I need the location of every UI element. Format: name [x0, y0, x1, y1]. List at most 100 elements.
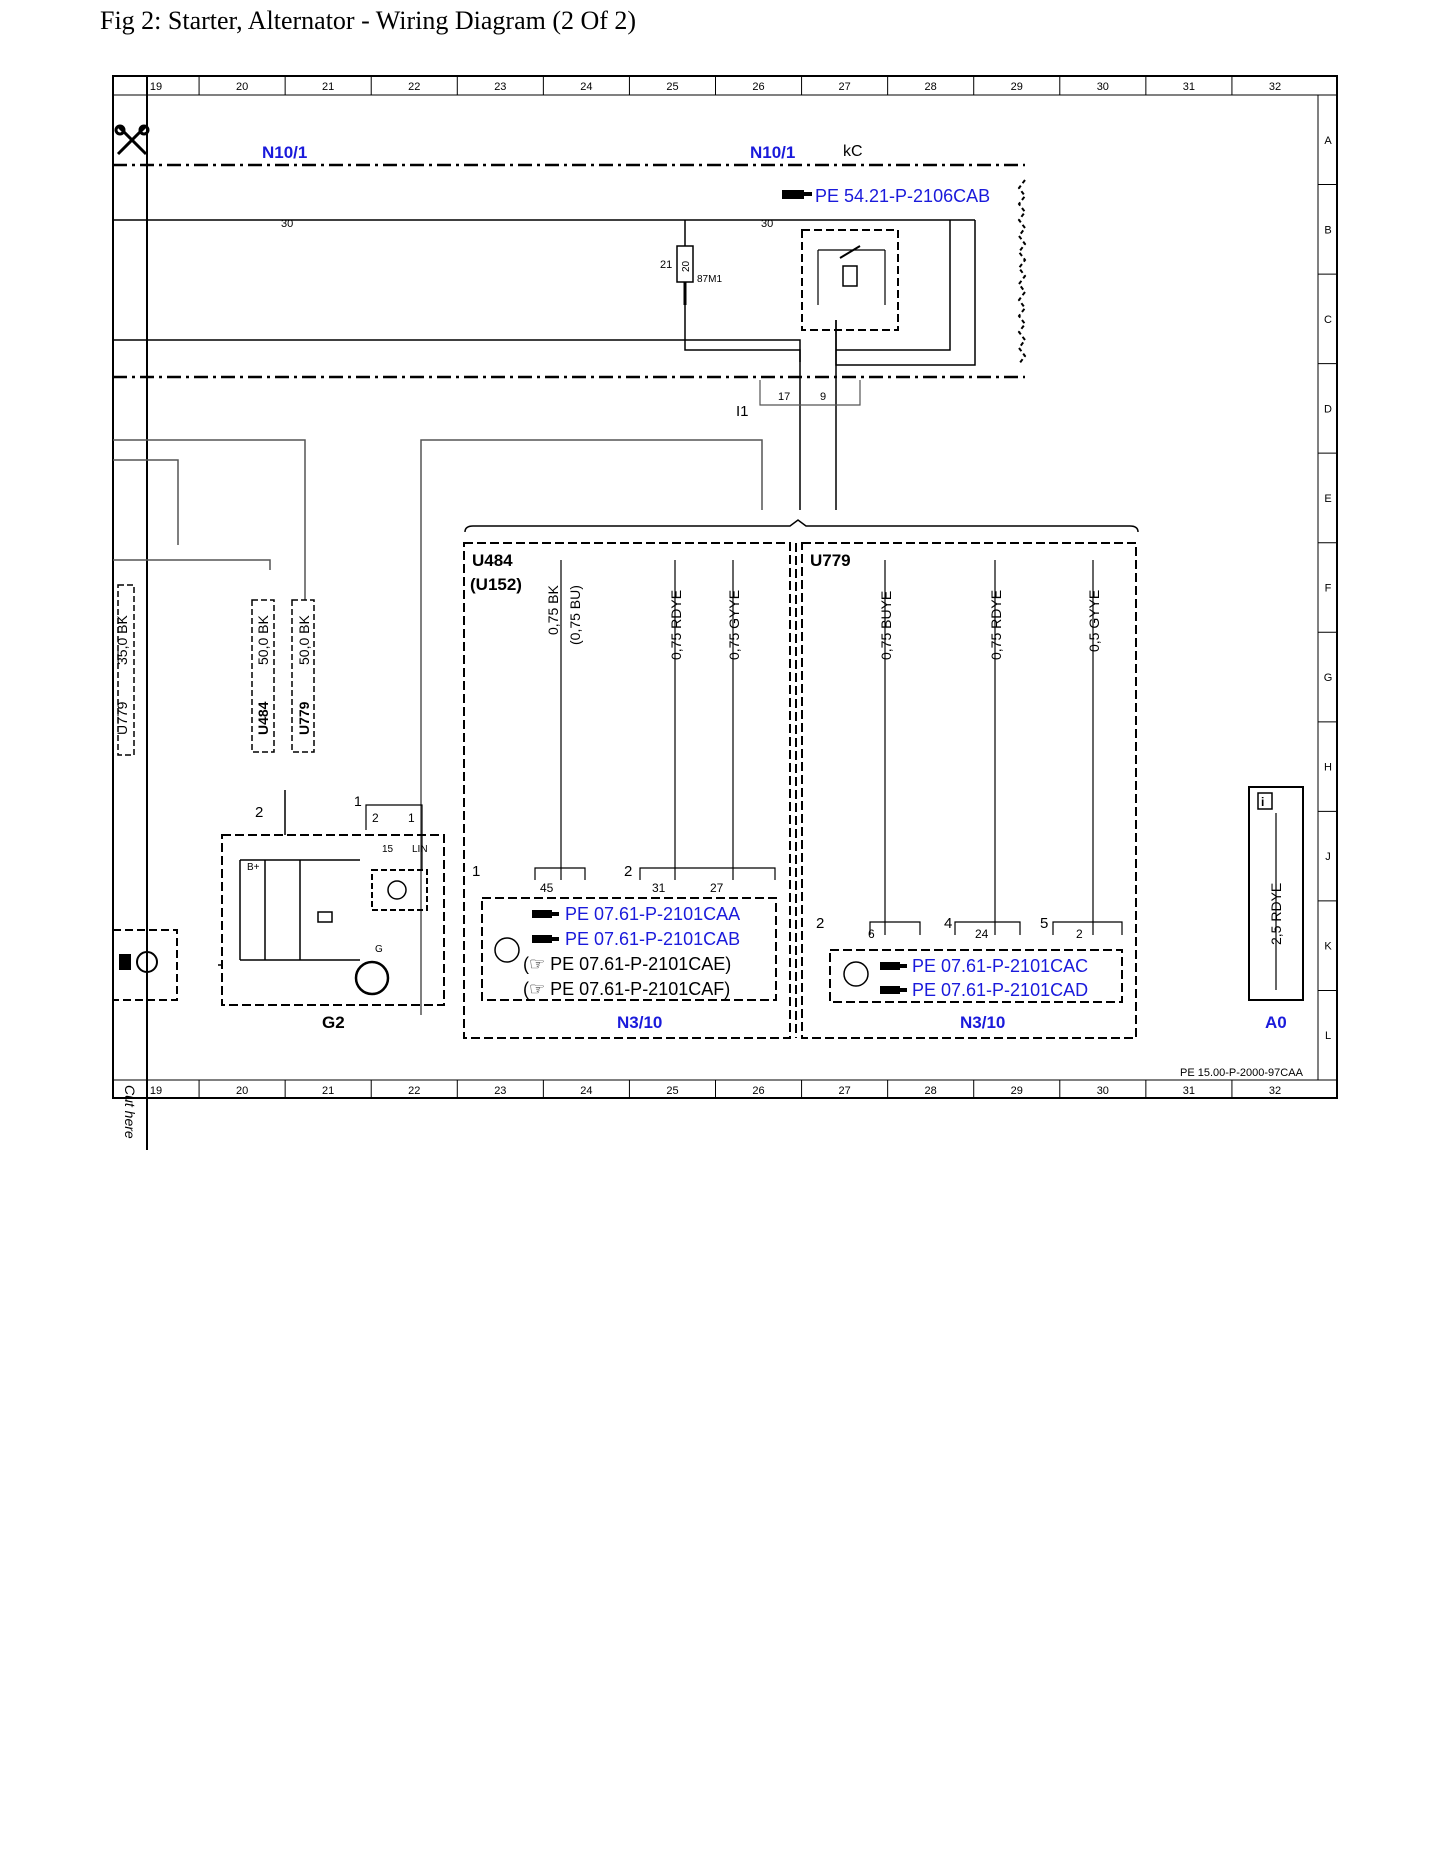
- grid-row-label: K: [1324, 941, 1332, 953]
- n3-pin-31: 31: [652, 881, 666, 895]
- ref-caa[interactable]: PE 07.61-P-2101CAA: [565, 904, 740, 924]
- grid-column-label: 22: [408, 81, 420, 93]
- ref-caf[interactable]: (☞ PE 07.61-P-2101CAF): [523, 979, 730, 999]
- grid-column-label: 19: [150, 81, 162, 93]
- grid-column-label: 31: [1183, 1085, 1195, 1097]
- pin-21: 21: [660, 259, 672, 271]
- grid-column-label: 29: [1011, 1085, 1023, 1097]
- alternator-g2: [218, 790, 445, 1006]
- pointing-hand-icon: [880, 986, 907, 994]
- info-icon: i: [1261, 795, 1264, 809]
- grid-row-label: A: [1324, 135, 1332, 147]
- grid-column-label: 21: [322, 81, 334, 93]
- ref-cab[interactable]: PE 07.61-P-2101CAB: [565, 929, 740, 949]
- wire-50-bk-a: 50,0 BK: [255, 615, 271, 665]
- left-connector-brackets: [117, 584, 315, 756]
- a0-label: A0: [1265, 1013, 1287, 1032]
- grid-column-label: 28: [925, 81, 937, 93]
- grid-row-label: C: [1324, 314, 1332, 326]
- pointing-hand-icon: [532, 910, 559, 918]
- footer-ref: PE 15.00-P-2000-97CAA: [1180, 1067, 1304, 1079]
- ref-cae[interactable]: (☞ PE 07.61-P-2101CAE): [523, 954, 731, 974]
- ref-pe-54-21[interactable]: PE 54.21-P-2106CAB: [815, 186, 990, 206]
- grid-column-label: 24: [580, 81, 592, 93]
- grid-column-label: 27: [838, 81, 850, 93]
- n3r-pin-p2: 2: [1076, 927, 1083, 941]
- starter-motor-fragment: [112, 929, 178, 1001]
- grid-row-label: H: [1324, 762, 1332, 774]
- n3r-pin-2: 2: [816, 915, 824, 932]
- wire-u779-left: U779: [114, 701, 130, 735]
- grid-column-label: 22: [408, 1085, 420, 1097]
- wire-075-rdye-b: 0,75 RDYE: [988, 590, 1004, 660]
- n3-10-right-module: [795, 542, 1137, 1039]
- grid-column-label: 25: [666, 81, 678, 93]
- diagram-frame: [112, 75, 1338, 1150]
- grid-column-label: 19: [150, 1085, 162, 1097]
- n3-10-label-left: N3/10: [617, 1013, 662, 1032]
- n3-pin-1: 1: [472, 863, 480, 880]
- grid-column-label: 32: [1269, 81, 1281, 93]
- wire-075-gyye: 0,75 GYYE: [726, 590, 742, 660]
- u779-label: U779: [810, 551, 851, 570]
- grid-row-label: F: [1325, 583, 1332, 595]
- pointing-hand-icon: [532, 935, 559, 943]
- grid-column-label: 29: [1011, 81, 1023, 93]
- relay-kc: [801, 229, 899, 331]
- fuse-20: [676, 220, 694, 305]
- grid-row-label: J: [1325, 851, 1331, 863]
- ref-cac[interactable]: PE 07.61-P-2101CAC: [912, 956, 1088, 976]
- wire-u484-left: U484: [255, 701, 271, 735]
- feed-wires: [113, 439, 763, 1015]
- grid-row-label: B: [1324, 224, 1331, 236]
- i1-label: I1: [736, 403, 749, 420]
- n3r-pin-5: 5: [1040, 915, 1048, 932]
- u484-label: U484: [472, 551, 513, 570]
- grid-column-label: 21: [322, 1085, 334, 1097]
- wire-u779-mid: U779: [296, 701, 312, 735]
- grid-column-label: 26: [752, 1085, 764, 1097]
- grid-column-label: 25: [666, 1085, 678, 1097]
- n3-pin-45: 45: [540, 881, 554, 895]
- grid-column-label: 30: [1097, 1085, 1109, 1097]
- grid-column-label: 23: [494, 1085, 506, 1097]
- kc-label: kC: [843, 143, 863, 160]
- n3r-pin-24: 24: [975, 927, 989, 941]
- wire-075-rdye-a: 0,75 RDYE: [668, 590, 684, 660]
- n3r-pin-4: 4: [944, 915, 952, 932]
- grid-column-label: 23: [494, 81, 506, 93]
- grid-row-label: L: [1325, 1030, 1331, 1042]
- g2-pin-2: 2: [255, 804, 263, 821]
- n3r-pin-6: 6: [868, 927, 875, 941]
- n10-1-label-left: N10/1: [262, 143, 307, 162]
- n10-1-boundary: [113, 163, 1025, 379]
- grid-column-label: 27: [838, 1085, 850, 1097]
- wire-50-bk-b: 50,0 BK: [296, 615, 312, 665]
- grid-column-label: 31: [1183, 81, 1195, 93]
- wire-075-bk: 0,75 BK: [545, 585, 561, 635]
- grid-column-label: 20: [236, 81, 248, 93]
- grid-column-label: 32: [1269, 1085, 1281, 1097]
- n3-10-label-right: N3/10: [960, 1013, 1005, 1032]
- g2-pin-1: 1: [354, 793, 362, 809]
- wire-25-rdye: 2,5 RDYE: [1268, 883, 1284, 945]
- pin-87m1: 87M1: [697, 274, 722, 285]
- grid-column-label: 30: [1097, 81, 1109, 93]
- g2-label: G2: [322, 1013, 345, 1032]
- n10-1-break-line: [1017, 179, 1027, 365]
- n3-pin-27: 27: [710, 881, 724, 895]
- grid-row-label: G: [1324, 672, 1333, 684]
- wire-075-buye: 0,75 BUYE: [878, 591, 894, 660]
- pointing-hand-icon: [880, 962, 907, 970]
- pin-9: 9: [820, 391, 826, 403]
- page-title: Fig 2: Starter, Alternator - Wiring Diag…: [100, 6, 637, 35]
- n10-internal-wiring: [113, 220, 976, 510]
- ref-cad[interactable]: PE 07.61-P-2101CAD: [912, 980, 1088, 1000]
- u152-label: (U152): [470, 575, 522, 594]
- g2-pin-lin: LIN: [412, 844, 428, 855]
- i1-connector: [759, 380, 861, 406]
